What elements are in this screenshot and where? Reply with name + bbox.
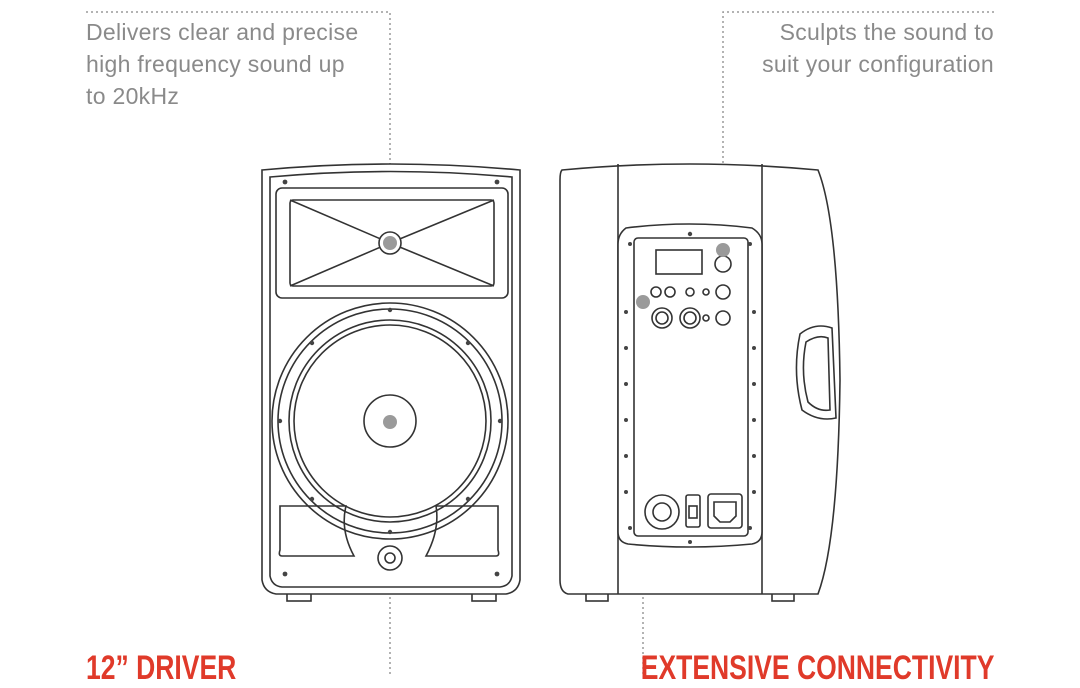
tweeter-description: Delivers clear and precise high frequenc… [86, 16, 386, 112]
tweeter-description-line-3: to 20kHz [86, 83, 180, 109]
xlr-input-2 [679, 307, 701, 329]
volume-knob-1 [715, 284, 731, 300]
small-led [702, 288, 710, 296]
rear-handle-inner [802, 335, 831, 412]
power-switch [685, 494, 701, 528]
front-logo [377, 545, 403, 571]
horn-frame [275, 187, 509, 299]
small-led-2 [702, 314, 710, 322]
dsp-display [655, 249, 703, 275]
rear-handle [795, 325, 837, 420]
amp-plate [617, 223, 763, 548]
woofer-basket [288, 319, 492, 523]
bass-port-right [424, 505, 500, 557]
iec-inlet-socket [713, 501, 737, 523]
callout-dot-inputs [636, 295, 650, 309]
driver-heading: 12” DRIVER [86, 649, 237, 687]
dsp-description-line-1: Sculpts the sound to [779, 19, 994, 45]
woofer-cone [293, 324, 487, 518]
front-speaker [261, 163, 521, 602]
leader-lines [86, 11, 994, 675]
rear-screws [624, 231, 756, 544]
volume-knob-2 [715, 310, 731, 326]
front-screws [277, 179, 503, 577]
bass-port-left [278, 505, 356, 557]
woofer-dust-cap [363, 394, 417, 448]
cooling-fan-hub [652, 502, 672, 522]
tweeter-description-line-2: high frequency sound up [86, 51, 345, 77]
dsp-description: Sculpts the sound to suit your configura… [694, 16, 994, 80]
rca-input-right [664, 286, 676, 298]
rca-input-left [650, 286, 662, 298]
aux-jack [685, 287, 695, 297]
front-cabinet-inner [269, 170, 513, 588]
front-logo-center [384, 552, 396, 564]
cooling-fan [644, 494, 680, 530]
iec-power-inlet [707, 493, 743, 529]
xlr-input-1-inner [655, 311, 669, 325]
front-cabinet [261, 163, 521, 595]
callout-dot-tweeter [383, 236, 397, 250]
connectivity-heading: EXTENSIVE CONNECTIVITY [640, 649, 994, 687]
tweeter-description-line-1: Delivers clear and precise [86, 19, 359, 45]
horn-mouth [289, 199, 495, 287]
amp-plate-inner [633, 237, 749, 537]
xlr-input-1 [651, 307, 673, 329]
woofer-bezel-outer [271, 302, 509, 540]
xlr-input-2-inner [683, 311, 697, 325]
callout-dot-driver [383, 415, 397, 429]
dsp-description-line-2: suit your configuration [762, 51, 994, 77]
callout-dot-dsp [716, 243, 730, 257]
leader-line-tweeter [86, 11, 391, 243]
leader-line-dsp [722, 11, 994, 250]
callout-dots [383, 236, 730, 429]
power-switch-rocker [688, 505, 698, 519]
rear-speaker [559, 163, 841, 602]
